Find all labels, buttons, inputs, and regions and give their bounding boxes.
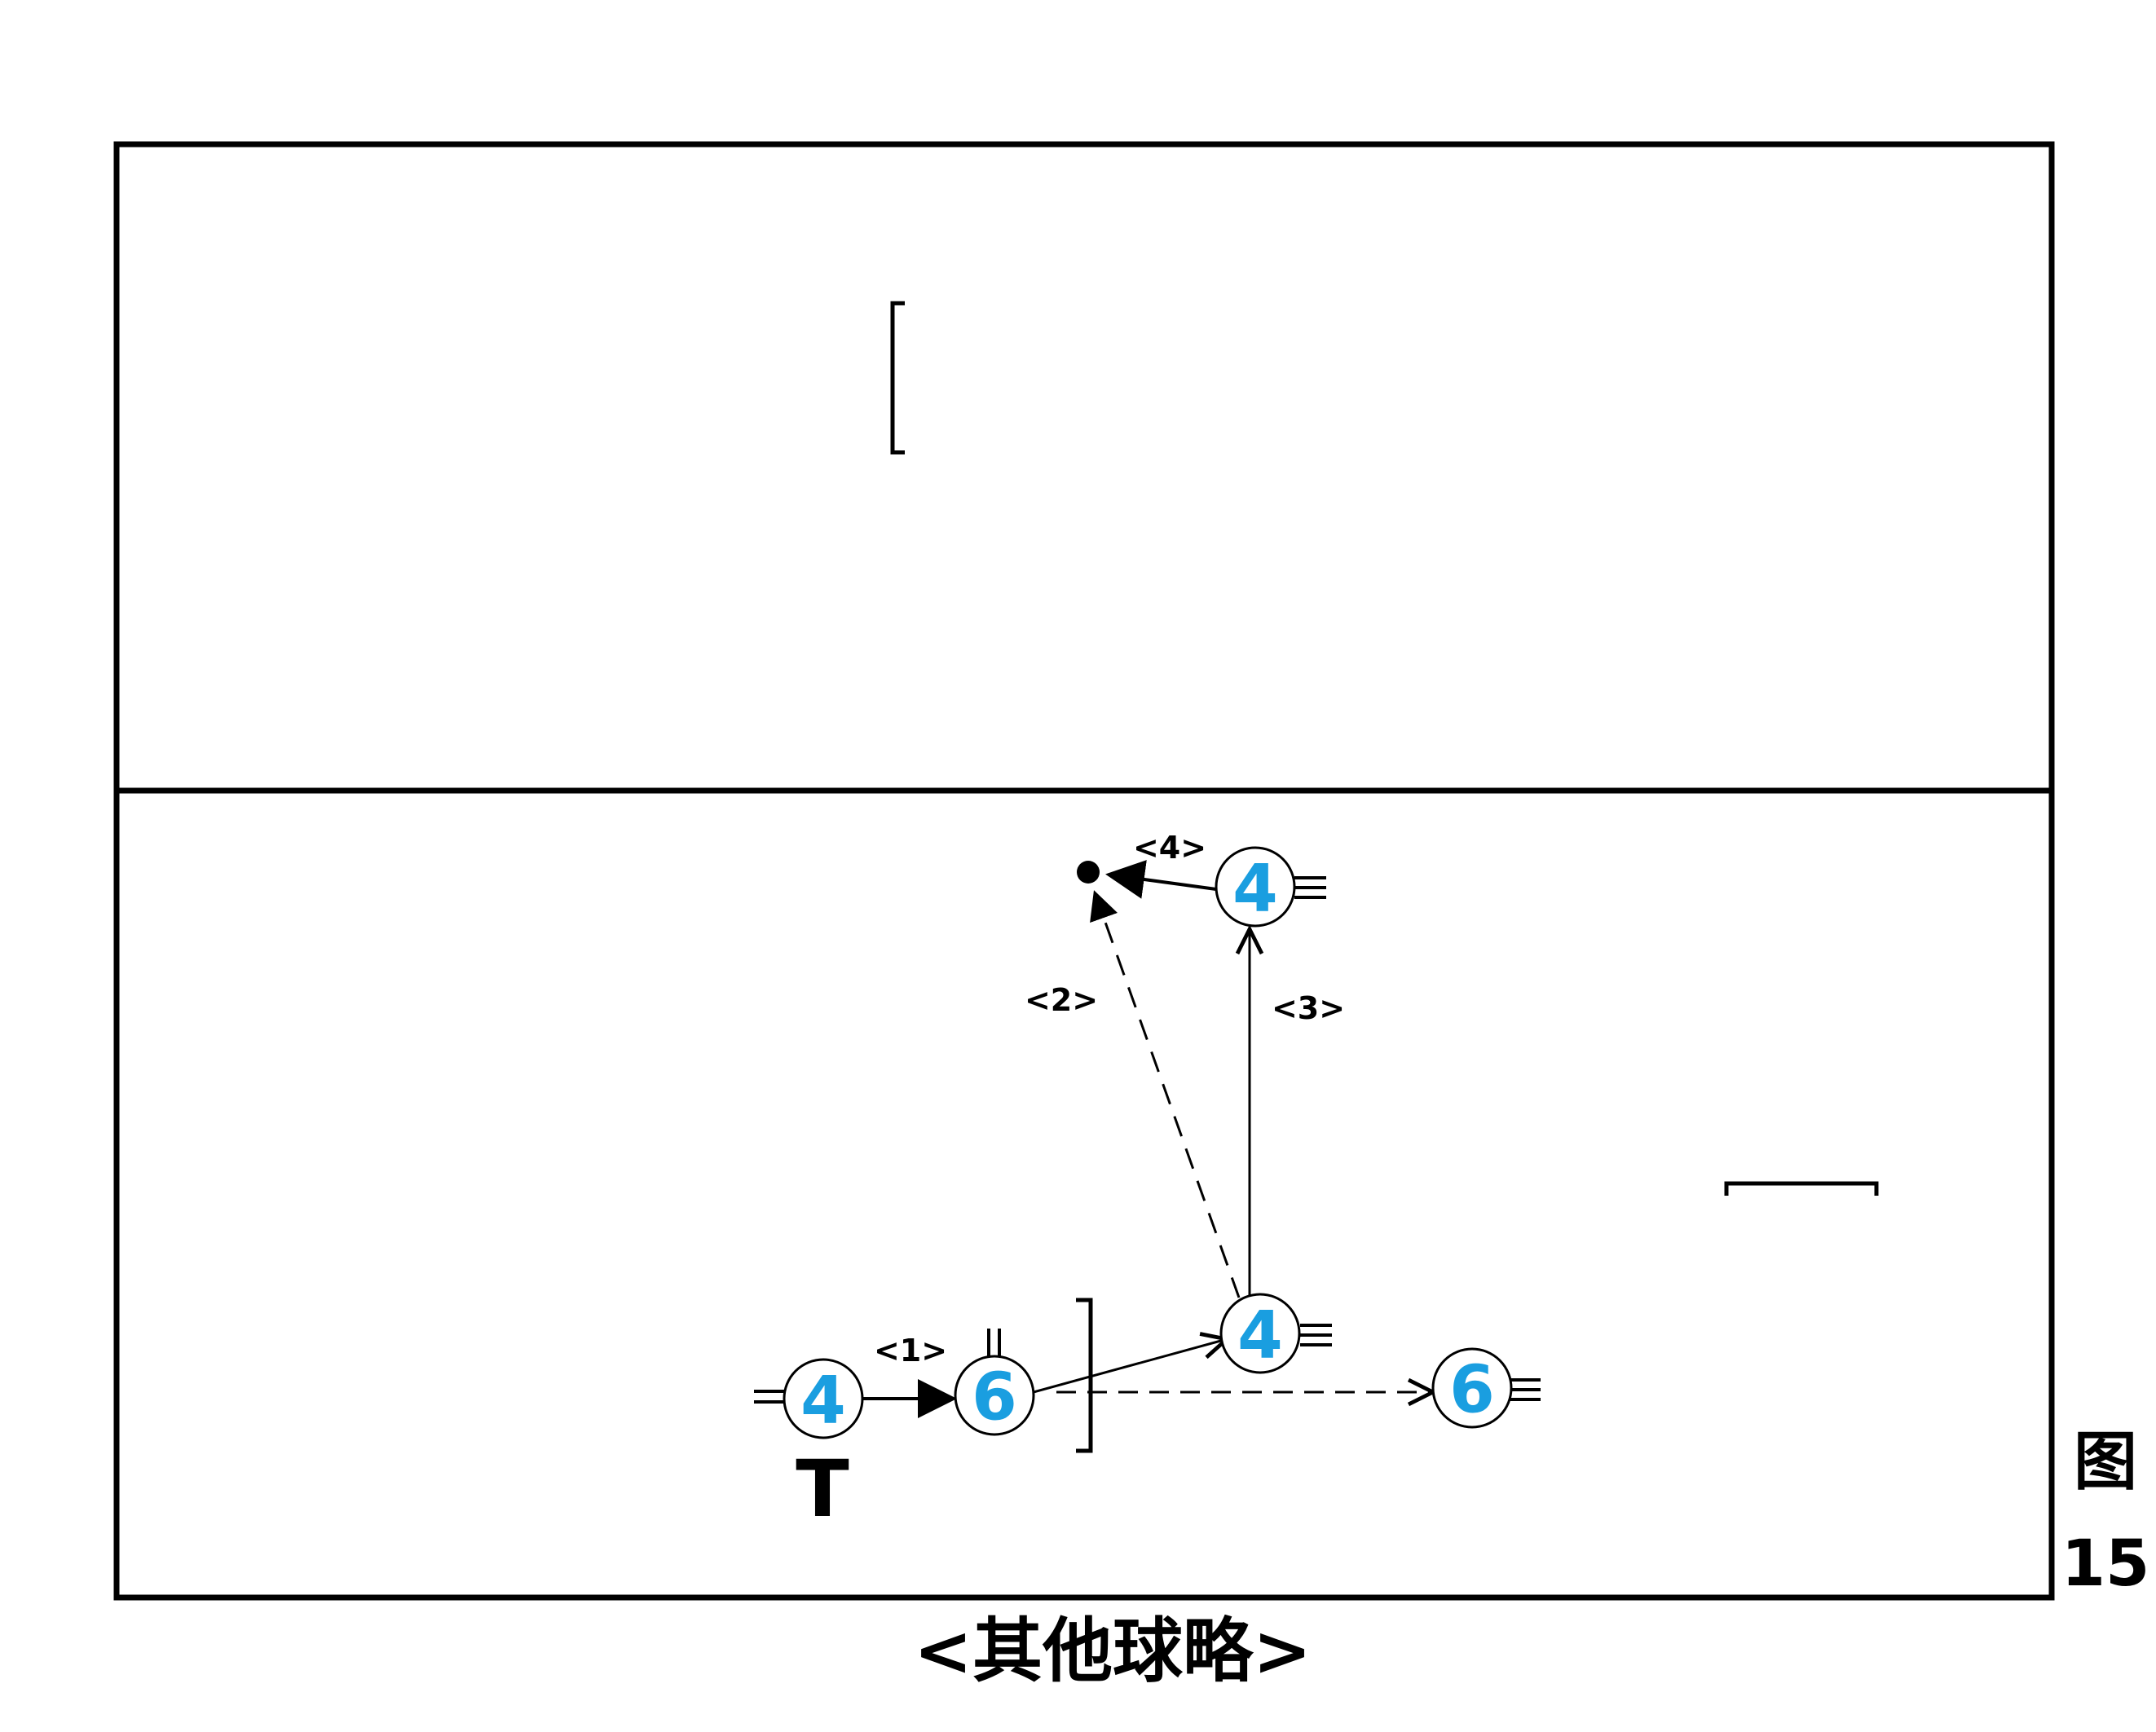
step-label: <1> — [874, 1333, 947, 1368]
figure-label-char: 图 — [2074, 1426, 2137, 1499]
player-circle: 4 — [1219, 1293, 1301, 1374]
bracket-center — [1076, 1298, 1093, 1453]
ball-dot — [1077, 861, 1100, 884]
figure-caption: <其他球略> — [914, 1611, 1312, 1692]
player-circle: 6 — [954, 1355, 1035, 1436]
player-number: 6 — [972, 1360, 1017, 1435]
player-number: 6 — [1449, 1352, 1495, 1428]
step-label: <3> — [1272, 990, 1345, 1026]
figure-label-number: 15 — [2061, 1527, 2150, 1601]
step-label: <4> — [1133, 830, 1206, 866]
tick-marks — [754, 876, 1541, 1404]
hit-line-4 — [1105, 860, 1217, 899]
court-outline — [113, 141, 2055, 1601]
bracket-top — [890, 301, 905, 455]
t-marker: T — [796, 1443, 849, 1535]
player-number: 4 — [1237, 1298, 1283, 1373]
pass-line-2 — [1090, 890, 1241, 1298]
player-circle: 4 — [1215, 846, 1296, 928]
pass-line-set — [1033, 1339, 1227, 1394]
player-circle: 6 — [1431, 1347, 1513, 1429]
player-circle: 4 — [783, 1358, 864, 1439]
step-label: <2> — [1025, 982, 1098, 1018]
bracket-right — [1724, 1181, 1879, 1196]
player-number: 4 — [800, 1363, 846, 1439]
player-number: 4 — [1232, 851, 1278, 927]
